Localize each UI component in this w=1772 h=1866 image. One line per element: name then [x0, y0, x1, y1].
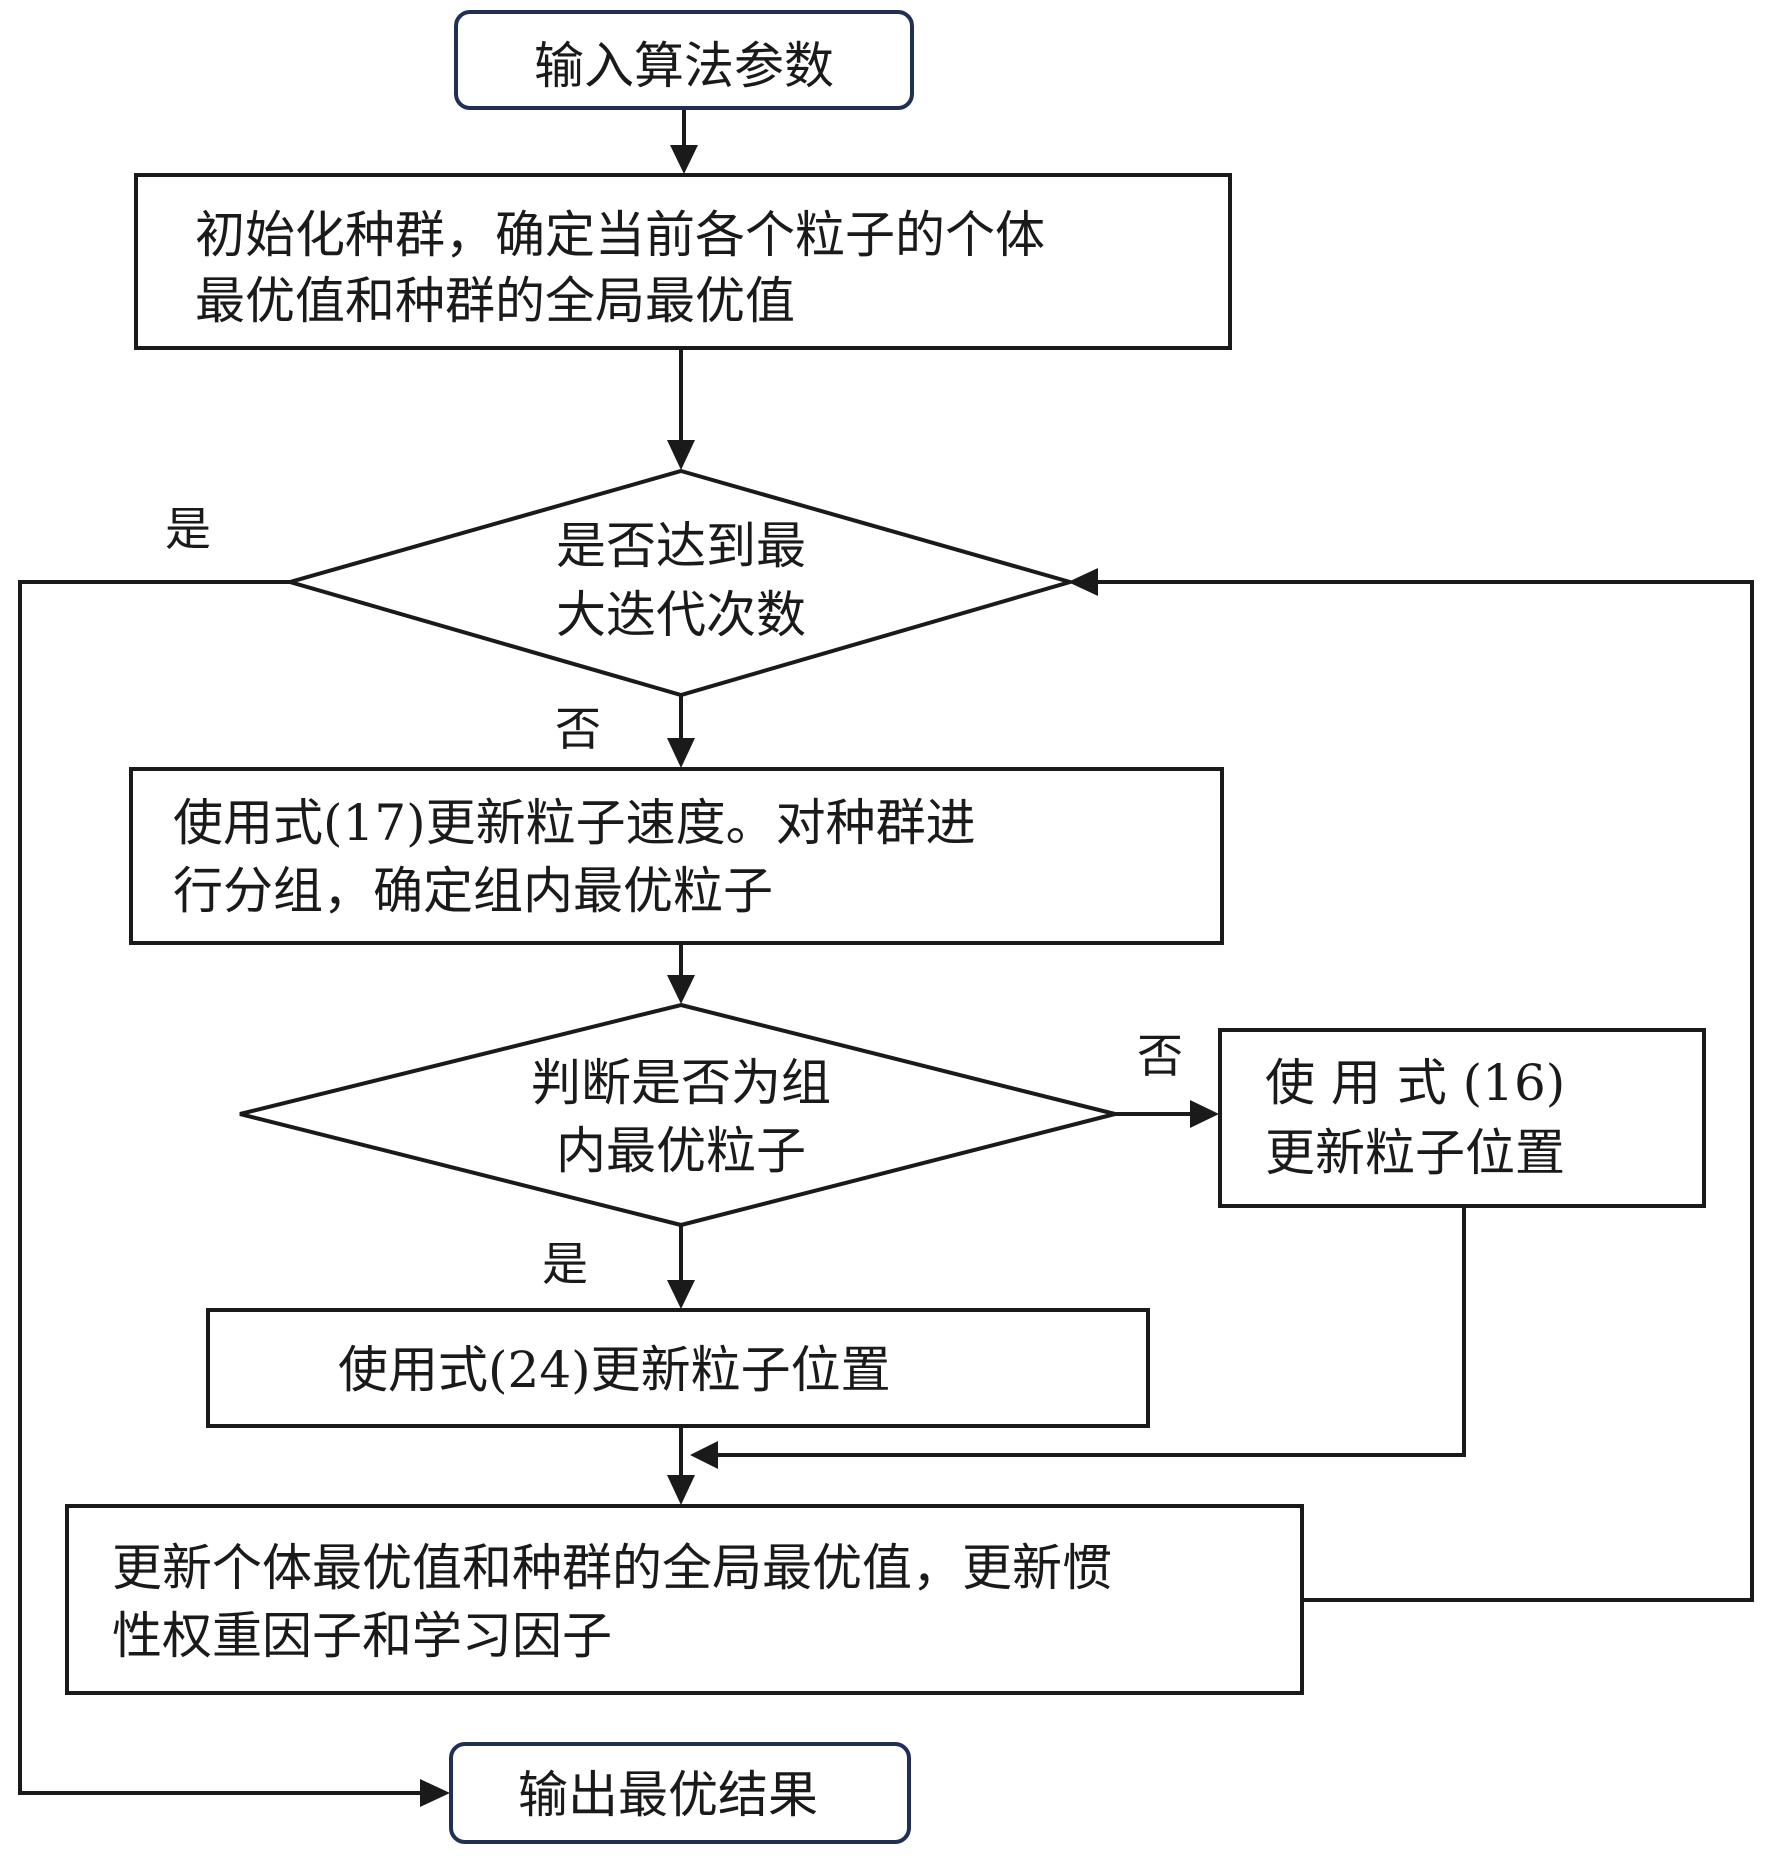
end-terminal — [449, 1742, 911, 1844]
arrowhead-loop — [1068, 568, 1098, 596]
update-position-16-label-line2: 更新粒子位置 — [1265, 1124, 1565, 1182]
arrowhead-merge — [690, 1441, 718, 1469]
update-position-24-box — [206, 1308, 1150, 1428]
arrowhead-update — [667, 1475, 695, 1505]
edge-check-to-end — [18, 580, 430, 1795]
init-label-line2: 最优值和种群的全局最优值 — [195, 272, 795, 330]
edge-label-max-iter-no: 否 — [555, 702, 601, 756]
max-iteration-label-line2: 大迭代次数 — [556, 586, 806, 644]
start-label: 输入算法参数 — [534, 37, 834, 95]
group-best-decision — [239, 1002, 1116, 1228]
arrowhead-end — [420, 1779, 450, 1807]
init-label-line1: 初始化种群，确定当前各个粒子的个体 — [195, 206, 1045, 264]
edge-pos16-to-merge — [710, 1205, 1466, 1457]
update-position-24-label: 使用式(24)更新粒子位置 — [338, 1341, 891, 1399]
arrowhead-pos16 — [1190, 1100, 1219, 1128]
arrowhead-check — [667, 440, 695, 470]
update-position-16-box — [1218, 1028, 1706, 1208]
init-box — [134, 173, 1232, 350]
update-velocity-label-line2: 行分组，确定组内最优粒子 — [173, 862, 773, 920]
edge-label-group-best-yes: 是 — [542, 1237, 588, 1291]
arrowhead-group-check — [667, 975, 695, 1004]
update-best-box — [65, 1504, 1304, 1695]
update-best-label-line1: 更新个体最优值和种群的全局最优值，更新惯 — [112, 1539, 1112, 1597]
update-velocity-label-line1: 使用式(17)更新粒子速度。对种群进 — [173, 794, 976, 852]
update-velocity-box — [129, 767, 1224, 945]
arrowhead-velocity — [667, 738, 695, 768]
edge-label-group-best-no: 否 — [1137, 1029, 1183, 1083]
update-best-label-line2: 性权重因子和学习因子 — [112, 1607, 612, 1665]
group-best-label-line1: 判断是否为组 — [531, 1054, 831, 1112]
group-best-label-line2: 内最优粒子 — [556, 1122, 806, 1180]
max-iteration-label-line1: 是否达到最 — [556, 517, 806, 575]
start-terminal — [454, 10, 914, 110]
arrowhead-init — [670, 145, 698, 174]
edge-update-loop-back — [1090, 580, 1754, 1602]
update-position-16-label-line1: 使 用 式 (16) — [1265, 1054, 1565, 1112]
max-iteration-decision — [282, 468, 1078, 698]
arrowhead-pos24 — [667, 1280, 695, 1309]
end-label: 输出最优结果 — [518, 1766, 818, 1824]
edge-label-max-iter-yes: 是 — [165, 502, 211, 556]
